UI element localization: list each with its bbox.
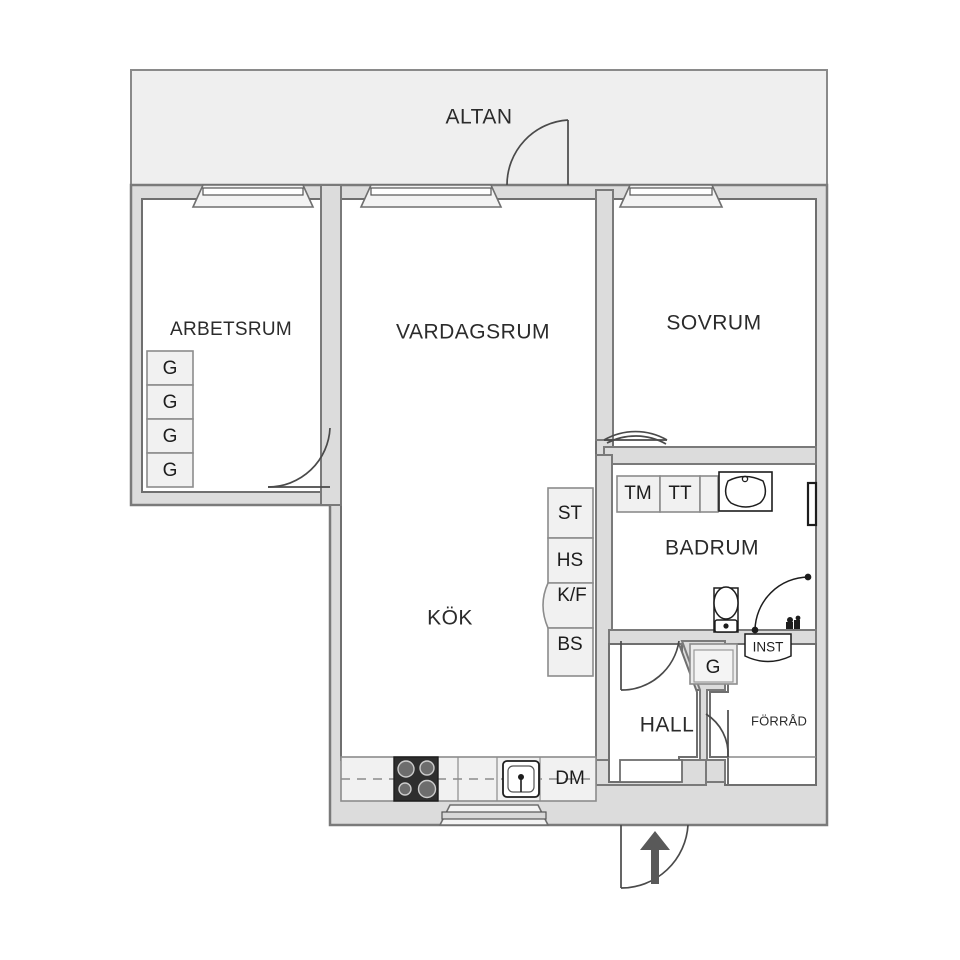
- window-icon-sovrum: [618, 184, 724, 208]
- shower-icon: [751, 573, 812, 634]
- room-label-sovrum: SOVRUM: [666, 312, 761, 335]
- room-label-badrum: BADRUM: [665, 537, 759, 560]
- cabinet-label-kf: K/F: [557, 585, 587, 606]
- door-swing-icon-altan: [506, 119, 569, 186]
- door-swing-icon-hall: [620, 640, 680, 691]
- window-icon-vardagsrum: [359, 184, 503, 208]
- stove-hob-icon: [393, 756, 439, 802]
- windows: [191, 184, 818, 826]
- wardrobe-label: G: [163, 426, 178, 447]
- room-label-hall: HALL: [640, 714, 695, 737]
- door-swing-icon-entrance: [620, 824, 689, 889]
- wardrobe-label: G: [163, 460, 178, 481]
- cabinet-label-st: ST: [558, 503, 583, 524]
- bathroom-fixtures: [713, 471, 812, 634]
- wash-basin-icon: [718, 471, 773, 512]
- laundry-units: TM TT: [616, 475, 719, 513]
- wardrobe-group-arbetsrum: G G G G: [146, 350, 194, 488]
- inst-label: INST: [753, 640, 784, 655]
- cabinet-label-bs: BS: [557, 634, 582, 655]
- doors: [267, 119, 729, 889]
- kitchen-sink-icon: [502, 760, 540, 798]
- wardrobe-label: G: [163, 392, 178, 413]
- kitchen-counter: DM: [340, 756, 597, 802]
- tap-fitting-icon: [786, 615, 801, 629]
- cabinet-label-hs: HS: [557, 550, 583, 571]
- entrance-arrow-icon: [640, 831, 670, 884]
- room-label-altan: ALTAN: [445, 106, 512, 129]
- window-icon-badrum: [806, 481, 818, 527]
- dishwasher-label: DM: [555, 768, 585, 789]
- door-swing-icon-sovrum: [603, 430, 668, 445]
- room-label-forrad: FÖRRÅD: [751, 713, 807, 728]
- hall-storage: G INST: [689, 633, 792, 685]
- room-altan: [130, 69, 828, 186]
- door-swing-icon-arbetsrum: [267, 427, 331, 488]
- window-icon-kok: [438, 804, 550, 826]
- room-labels: ALTAN ARBETSRUM VARDAGSRUM SOVRUM BADRUM…: [170, 106, 807, 737]
- closet-label-g: G: [706, 657, 721, 678]
- laundry-label-tt: TT: [668, 483, 692, 504]
- laundry-label-tm: TM: [624, 483, 651, 504]
- window-icon-arbetsrum: [191, 184, 315, 208]
- room-label-kok: KÖK: [427, 607, 473, 630]
- door-swing-icon-forrad: [705, 710, 729, 758]
- room-label-arbetsrum: ARBETSRUM: [170, 319, 292, 340]
- room-label-vardagsrum: VARDAGSRUM: [396, 321, 550, 344]
- wardrobe-label: G: [163, 358, 178, 379]
- kitchen-cabinet-column: ST HS K/F BS: [542, 487, 594, 677]
- toilet-icon: [713, 586, 739, 633]
